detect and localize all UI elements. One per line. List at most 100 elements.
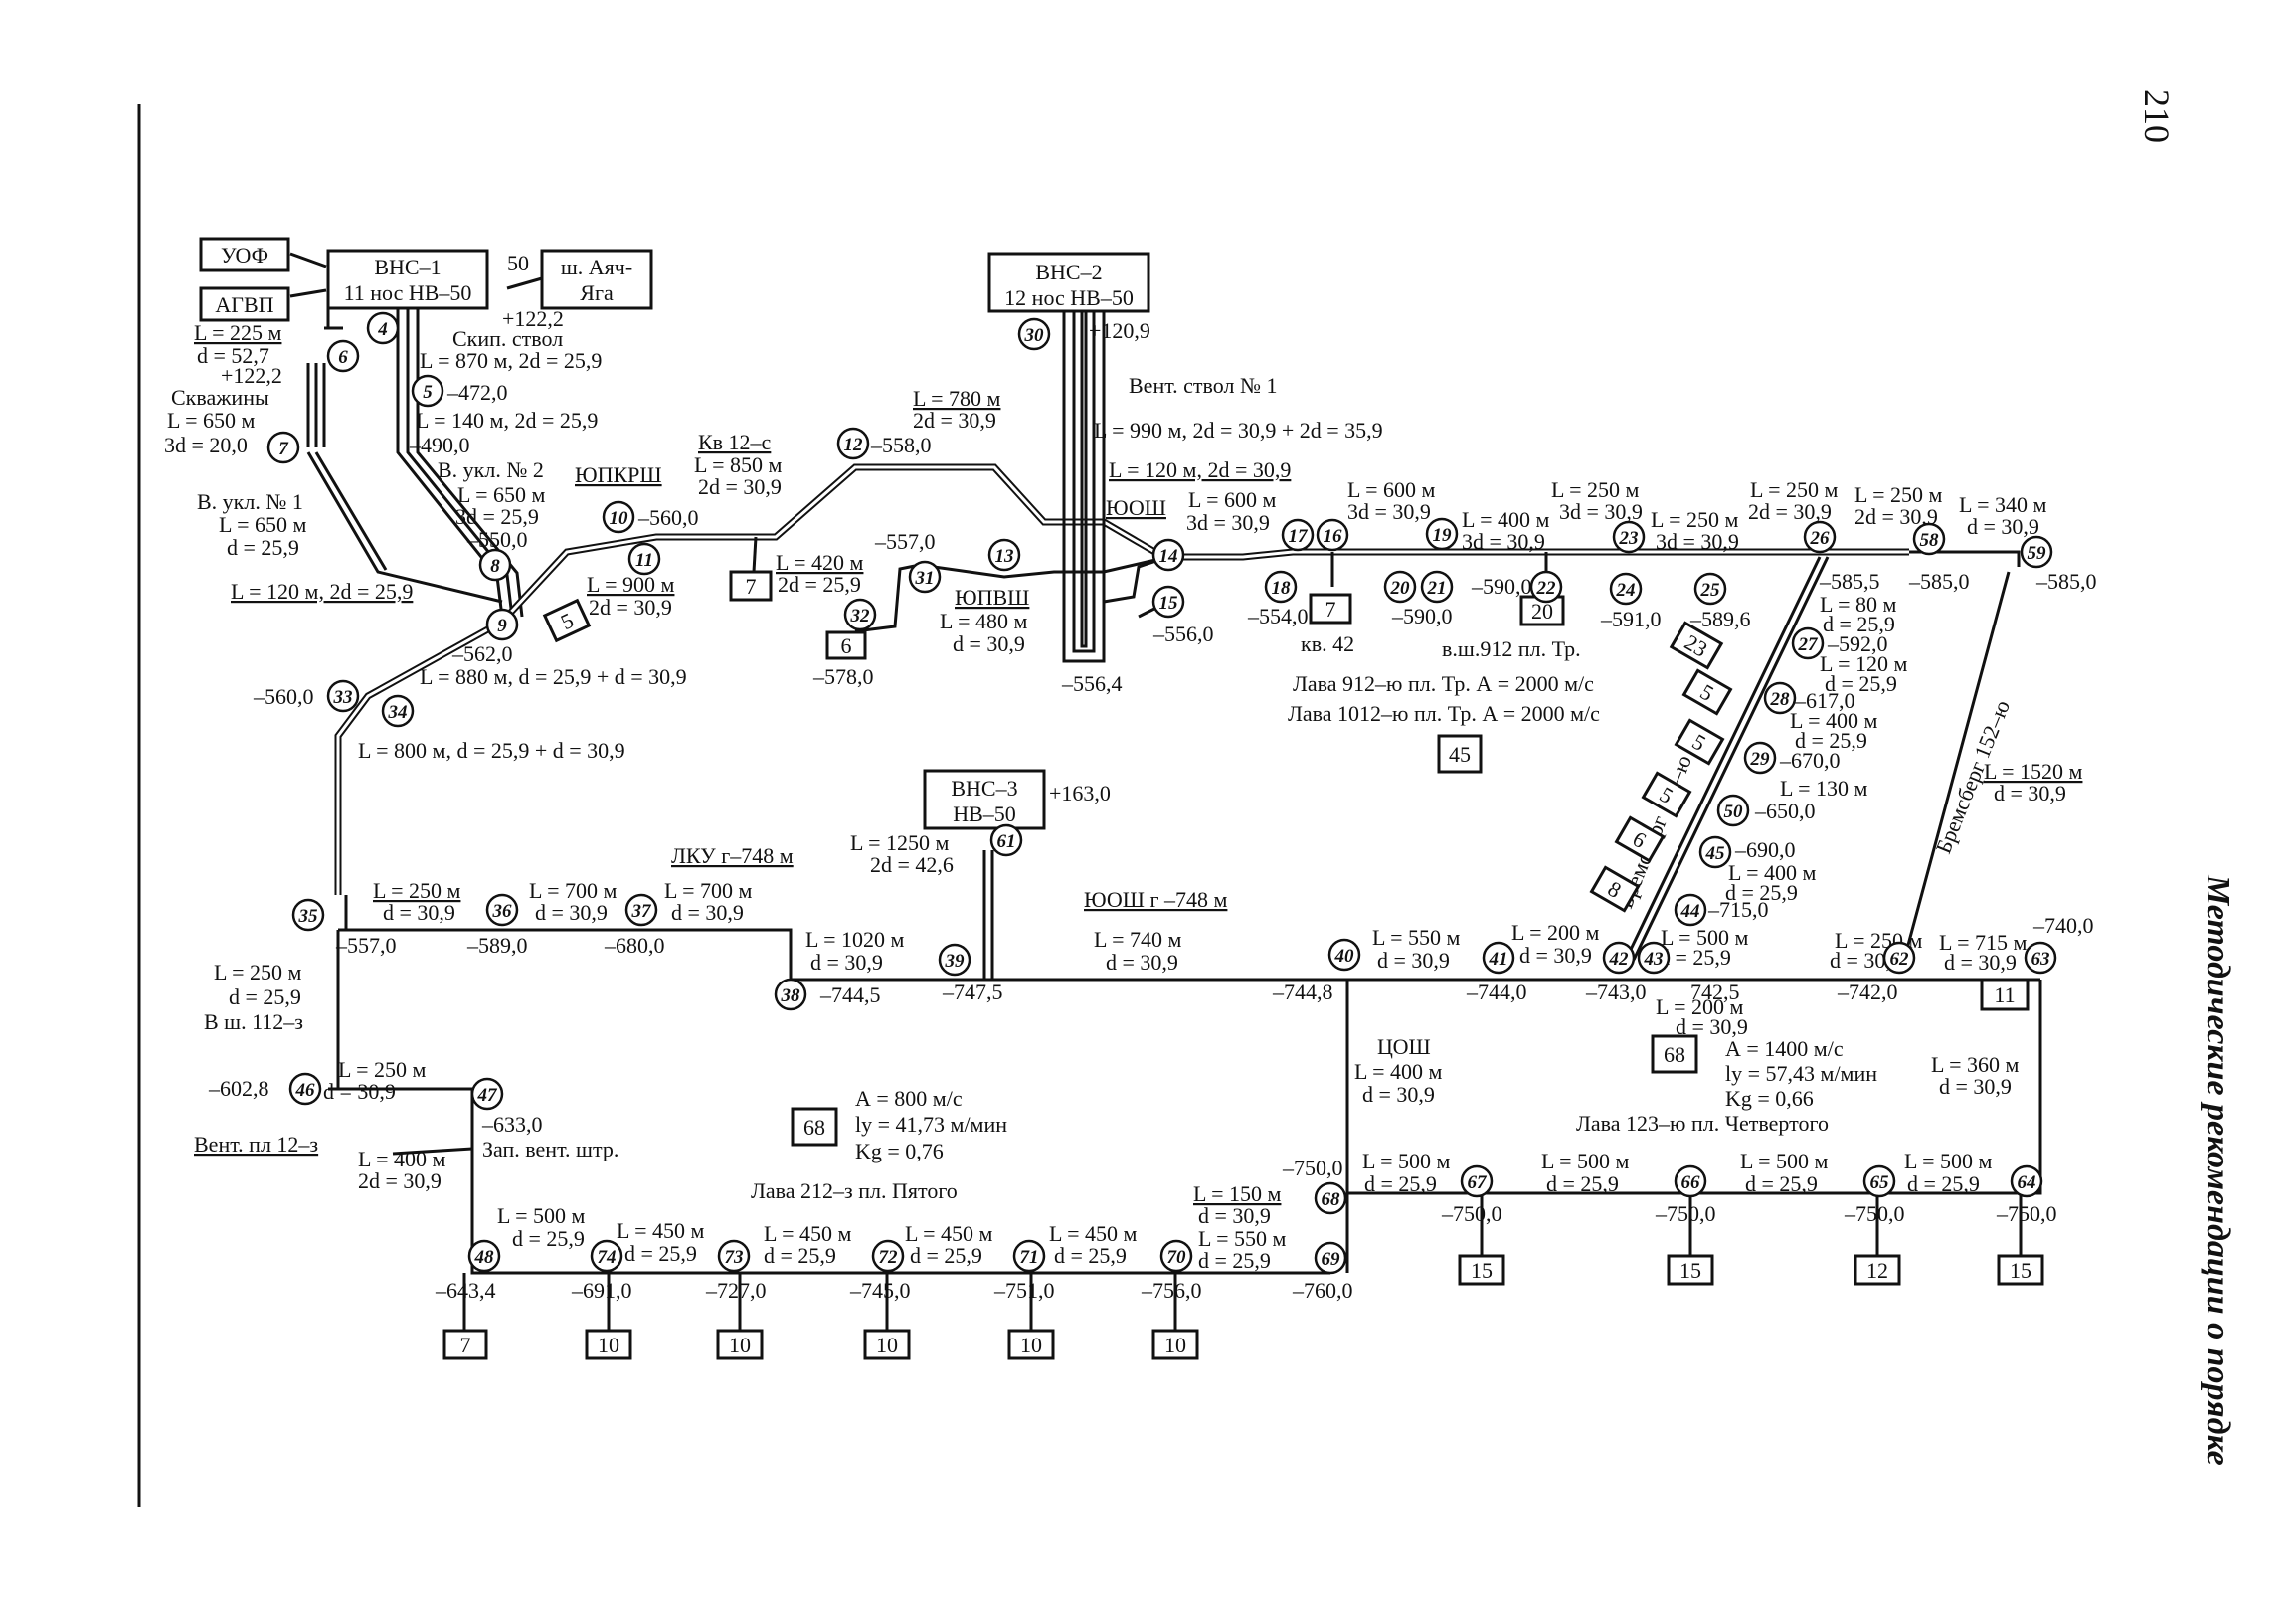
node-number: 63 xyxy=(2031,949,2050,970)
network-node: 22 xyxy=(1529,570,1563,604)
number-box: 7 xyxy=(1309,593,1352,625)
number-box-frame xyxy=(1674,718,1725,766)
diagram-label: d = 30,9 xyxy=(1939,1074,2012,1099)
node-circle xyxy=(1912,522,1946,556)
running-title: Методические рекомендации о порядке xyxy=(2200,875,2236,1466)
diagram-label: –691,0 xyxy=(571,1278,632,1303)
diagram-label: –751,0 xyxy=(993,1278,1055,1303)
diagram-label: L = 1520 м xyxy=(1984,759,2083,784)
number-box: 10 xyxy=(863,1329,911,1360)
node-number: 59 xyxy=(2028,543,2047,564)
node-circle xyxy=(326,339,360,373)
diagram-label: L = 600 м xyxy=(1188,487,1277,512)
node-circle xyxy=(485,893,519,927)
diagram-label: d = 25,9 xyxy=(910,1243,982,1268)
diagram-label: 3d = 30,9 xyxy=(1462,529,1545,554)
diagram-label: кв. 42 xyxy=(1301,631,1354,656)
diagram-label: L = 250 м xyxy=(373,878,461,903)
diagram-label: ly = 57,43 м/мин xyxy=(1725,1061,1877,1086)
number-box: 6 xyxy=(825,630,867,660)
number-box: 5 xyxy=(1641,771,1692,818)
diagram-label: –727,0 xyxy=(705,1278,767,1303)
node-circle xyxy=(1314,1241,1347,1275)
node-number: 5 xyxy=(423,382,433,403)
number-box: 12 xyxy=(1854,1254,1901,1286)
network-node: 40 xyxy=(1327,938,1361,972)
diagram-label: L = 450 м xyxy=(764,1221,852,1246)
diagram-label: Kg = 0,76 xyxy=(855,1139,944,1163)
diagram-label: –578,0 xyxy=(812,664,874,689)
network-node: 25 xyxy=(1693,572,1727,606)
node-circle xyxy=(590,1239,623,1273)
node-circle xyxy=(871,1239,905,1273)
diagram-label: d = 25,9 xyxy=(1659,945,1731,970)
node-number: 25 xyxy=(1700,580,1721,601)
node-circle xyxy=(2024,941,2057,975)
diagram-label: В. укл. № 1 xyxy=(197,489,303,514)
network-node: 7 xyxy=(266,431,300,464)
node-circle xyxy=(1529,570,1563,604)
diagram-label: –742,0 xyxy=(1837,980,1898,1004)
diagram-label: 2d = 30,9 xyxy=(698,474,782,499)
station-vns1-fan: 11 нос НВ–50 xyxy=(344,280,472,305)
number-box-frame xyxy=(825,630,867,660)
diagram-label: L = 400 м xyxy=(1728,860,1817,885)
network-node: 44 xyxy=(1674,893,1707,927)
network-node: 64 xyxy=(2010,1164,2043,1198)
diagram-label: –602,8 xyxy=(208,1076,269,1101)
diagram-label: d = 25,9 xyxy=(1198,1248,1271,1273)
number-box-value: 10 xyxy=(598,1333,619,1357)
diagram-label: L = 800 м, d = 25,9 + d = 30,9 xyxy=(358,738,625,763)
diagram-label: –558,0 xyxy=(870,433,932,457)
node-number: 65 xyxy=(1870,1172,1890,1193)
station-agvp-name: АГВП xyxy=(215,292,273,317)
diagram-label: L = 880 м, d = 25,9 + d = 30,9 xyxy=(420,664,687,689)
diagram-label: 3d = 30,9 xyxy=(1559,499,1643,524)
diagram-label: L = 420 м xyxy=(776,550,864,575)
node-circle xyxy=(1281,518,1315,552)
diagram-label: L = 550 м xyxy=(1198,1226,1287,1251)
node-circle xyxy=(1482,941,1515,975)
node-number: 18 xyxy=(1272,578,1292,599)
diagram-label: L = 200 м xyxy=(1511,920,1600,945)
network-node: 30 xyxy=(1017,317,1051,351)
number-box: 45 xyxy=(1437,734,1483,774)
network-node: 13 xyxy=(987,538,1021,572)
diagram-label: L = 400 м xyxy=(1790,708,1878,733)
number-box-value: 7 xyxy=(746,574,757,599)
diagram-label: L = 500 м xyxy=(1740,1149,1829,1173)
node-number: 64 xyxy=(2018,1172,2036,1193)
diagram-label: d = 30,9 xyxy=(1967,514,2039,539)
network-node: 27 xyxy=(1791,626,1825,660)
number-box-frame xyxy=(585,1329,632,1360)
diagram-label: –715,0 xyxy=(1707,897,1769,922)
node-number: 21 xyxy=(1427,578,1447,599)
diagram-label: L = 700 м xyxy=(664,878,753,903)
node-number: 43 xyxy=(1644,949,1664,970)
number-box: 68 xyxy=(1651,1034,1698,1074)
diagram-label: L = 650 м xyxy=(457,482,546,507)
node-circle xyxy=(478,548,512,582)
node-circle xyxy=(1159,1239,1193,1273)
node-circle xyxy=(1698,835,1732,869)
diagram-label: 742,5 xyxy=(1690,980,1740,1004)
diagram-label: –557,0 xyxy=(874,529,936,554)
node-circle xyxy=(1803,520,1837,554)
diagram-label: –589,6 xyxy=(1689,607,1751,631)
node-number: 72 xyxy=(879,1247,899,1268)
node-number: 73 xyxy=(725,1247,744,1268)
number-box: 15 xyxy=(1997,1254,2044,1286)
node-circle xyxy=(1264,570,1298,604)
node-circle xyxy=(1674,893,1707,927)
network-node: 10 xyxy=(602,500,635,534)
diagram-label: –617,0 xyxy=(1794,688,1855,713)
node-circle xyxy=(1012,1239,1046,1273)
diagram-label: d = 30,9 xyxy=(1377,948,1450,973)
diagram-label: +122,2 xyxy=(221,363,282,388)
diagram-label: Вент. пл 12–з xyxy=(194,1132,318,1157)
number-box-frame xyxy=(1681,668,1733,716)
node-number: 22 xyxy=(1536,578,1557,599)
diagram-label: –643,4 xyxy=(435,1278,496,1303)
station-vns1-name: ВНС–1 xyxy=(374,255,441,279)
